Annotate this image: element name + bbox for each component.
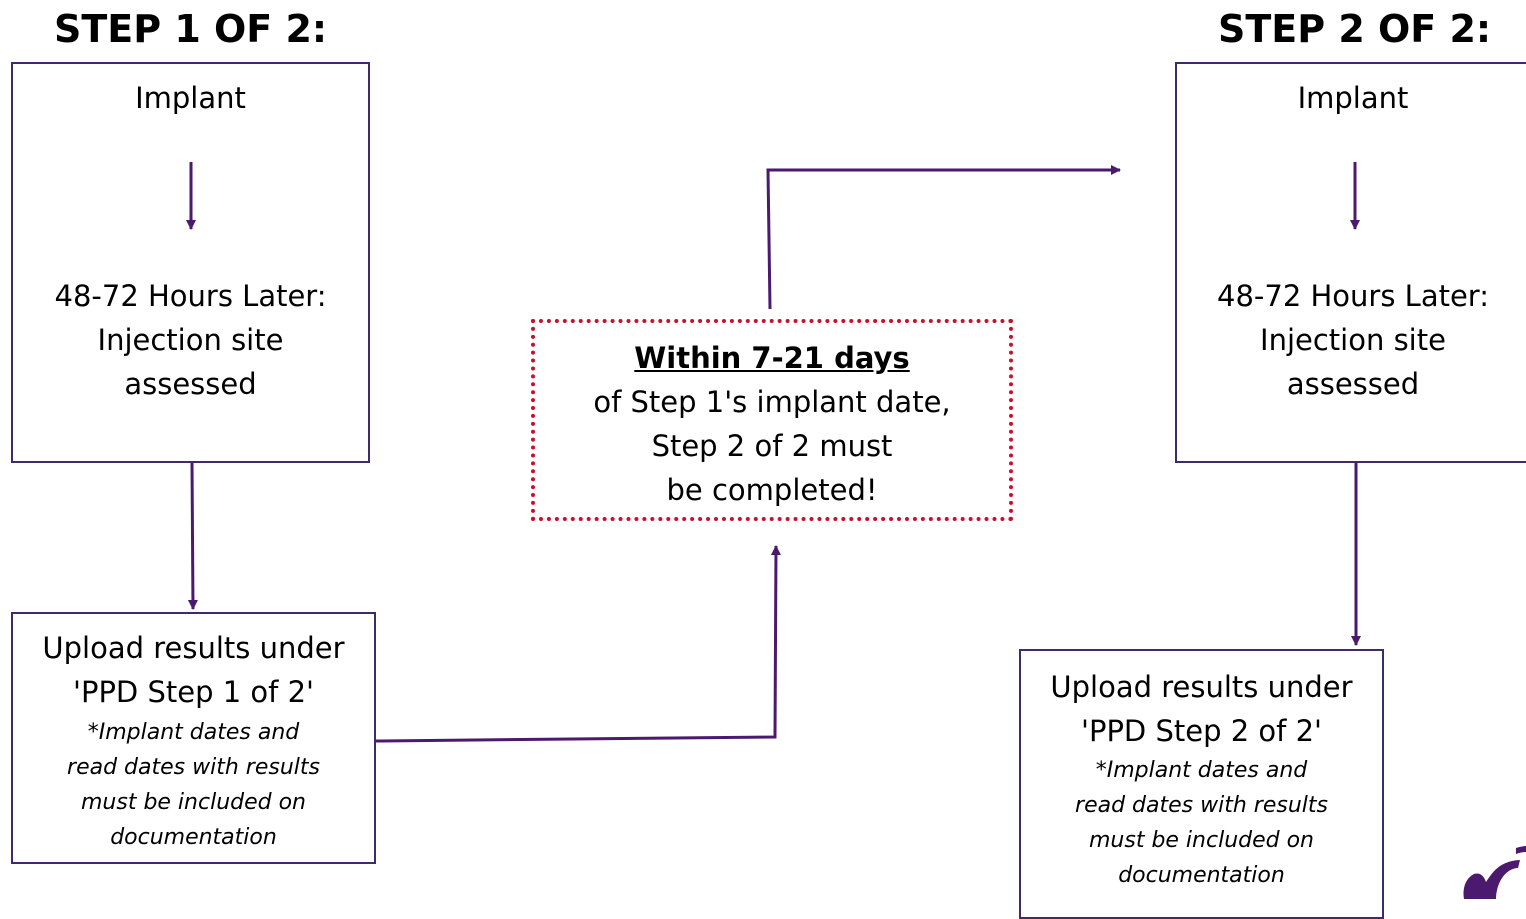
step2-upload-box: Upload results under 'PPD Step 2 of 2' *…	[1019, 649, 1384, 919]
step2-note-star: *	[1095, 758, 1107, 783]
step2-note-line-1: *Implant dates and	[1021, 753, 1382, 788]
step2-assessment-line-3: assessed	[1286, 367, 1420, 401]
step2-assessment-line-2: Injection site	[1260, 323, 1446, 357]
timing-emphasis: Within 7-21 days	[634, 341, 910, 375]
partial-brand-logo-icon	[1463, 846, 1526, 899]
step1-note-star: *	[87, 720, 99, 745]
step1-note-line-4: documentation	[110, 825, 277, 850]
step2-heading: STEP 2 OF 2:	[1218, 7, 1492, 51]
step1-upload-note: *Implant dates and read dates with resul…	[13, 715, 374, 855]
step1-assessment-line-2: Injection site	[97, 323, 284, 357]
step1-box: Implant 48-72 Hours Later: Injection sit…	[11, 62, 370, 463]
step1-upload-line-2: 'PPD Step 1 of 2'	[72, 675, 314, 709]
step2-note-line-2: read dates with results	[1075, 793, 1328, 818]
timing-line-1: of Step 1's implant date,	[593, 385, 951, 419]
timing-to-step2-arrow	[766, 165, 1121, 310]
step2-assessment-line-1: 48-72 Hours Later:	[1217, 279, 1489, 313]
step1-assessment-text: 48-72 Hours Later: Injection site assess…	[13, 274, 368, 406]
step2-note-line-3: must be included on	[1088, 828, 1315, 853]
step2-note-line-4: documentation	[1118, 863, 1285, 888]
step2-upload-line-2: 'PPD Step 2 of 2'	[1080, 714, 1322, 748]
step1-note-line-2: read dates with results	[67, 755, 320, 780]
step2-note-line-1-text: Implant dates and	[1106, 758, 1308, 783]
connector-arrows	[186, 162, 1361, 743]
step1-upload-text: Upload results under 'PPD Step 1 of 2'	[13, 626, 374, 714]
step2-implant-label: Implant	[1297, 81, 1409, 115]
upload1-to-timing-arrow	[375, 545, 781, 743]
step1-heading: STEP 1 OF 2:	[54, 7, 328, 51]
step2-assessment-text: 48-72 Hours Later: Injection site assess…	[1177, 274, 1526, 406]
step1-note-line-1: *Implant dates and	[13, 715, 374, 750]
step1-implant-label: Implant	[135, 81, 246, 115]
step1-assessment-line-3: assessed	[124, 367, 257, 401]
step1-to-upload-arrow	[187, 462, 198, 610]
step2-box: Implant 48-72 Hours Later: Injection sit…	[1175, 62, 1526, 463]
timing-line-3: be completed!	[666, 473, 878, 507]
step1-note-line-3: must be included on	[80, 790, 307, 815]
timing-text: Within 7-21 days of Step 1's implant dat…	[535, 336, 1009, 512]
timing-line-2: Step 2 of 2 must	[651, 429, 893, 463]
step2-upload-text: Upload results under 'PPD Step 2 of 2'	[1021, 665, 1382, 753]
step1-note-line-1-text: Implant dates and	[98, 720, 300, 745]
step1-upload-box: Upload results under 'PPD Step 1 of 2' *…	[11, 612, 376, 864]
step2-upload-note: *Implant dates and read dates with resul…	[1021, 753, 1382, 893]
step2-upload-line-1: Upload results under	[1050, 670, 1353, 704]
step1-assessment-line-1: 48-72 Hours Later:	[54, 279, 327, 313]
timing-requirement-box: Within 7-21 days of Step 1's implant dat…	[531, 319, 1013, 521]
step1-upload-line-1: Upload results under	[42, 631, 345, 665]
